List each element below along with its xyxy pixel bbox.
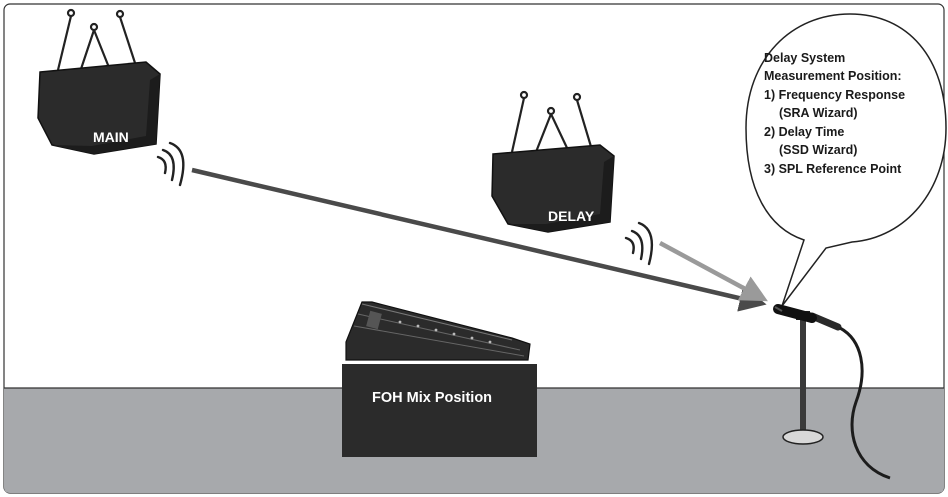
callout-line-7: 3) SPL Reference Point — [764, 162, 902, 176]
callout-line-1: Delay System — [764, 51, 845, 65]
callout-line-4: (SRA Wizard) — [779, 106, 858, 120]
callout-line-5: 2) Delay Time — [764, 125, 844, 139]
callout-line-3: 1) Frequency Response — [764, 88, 905, 102]
callout-line-2: Measurement Position: — [764, 69, 902, 83]
callout-line-6: (SSD Wizard) — [779, 143, 857, 157]
main-speaker-label: MAIN — [93, 129, 129, 145]
foh-riser — [342, 364, 537, 457]
delay-speaker-label: DELAY — [548, 208, 595, 224]
foh-mix-position-label: FOH Mix Position — [372, 390, 492, 406]
